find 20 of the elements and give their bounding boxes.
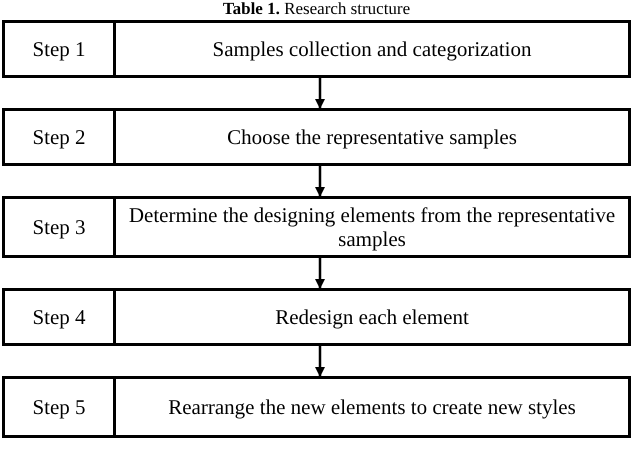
step-row-box: [2, 196, 631, 258]
table-title: Table 1. Research structure: [222, 0, 410, 18]
step-description: Redesign each element: [275, 305, 469, 329]
step-label: Step 3: [32, 214, 86, 240]
step-description: Rearrange the new elements to create new styles: [168, 395, 576, 419]
step-description: Samples collection and categorization: [212, 37, 532, 61]
step-row-box: [2, 288, 631, 346]
step-label: Step 2: [32, 124, 86, 150]
step-description: Determine the designing elements from the representative samples: [128, 203, 616, 251]
step-label: Step 1: [32, 36, 86, 62]
step-label: Step 5: [32, 394, 86, 420]
arrow: [315, 78, 325, 109]
step-description: Choose the representative samples: [227, 125, 517, 149]
step-row-box: [2, 20, 631, 78]
step-row-box: [2, 376, 631, 438]
arrow: [315, 346, 325, 377]
arrow: [315, 166, 325, 197]
step-label: Step 4: [32, 304, 86, 330]
step-row-box: [2, 108, 631, 166]
arrow: [315, 258, 325, 289]
